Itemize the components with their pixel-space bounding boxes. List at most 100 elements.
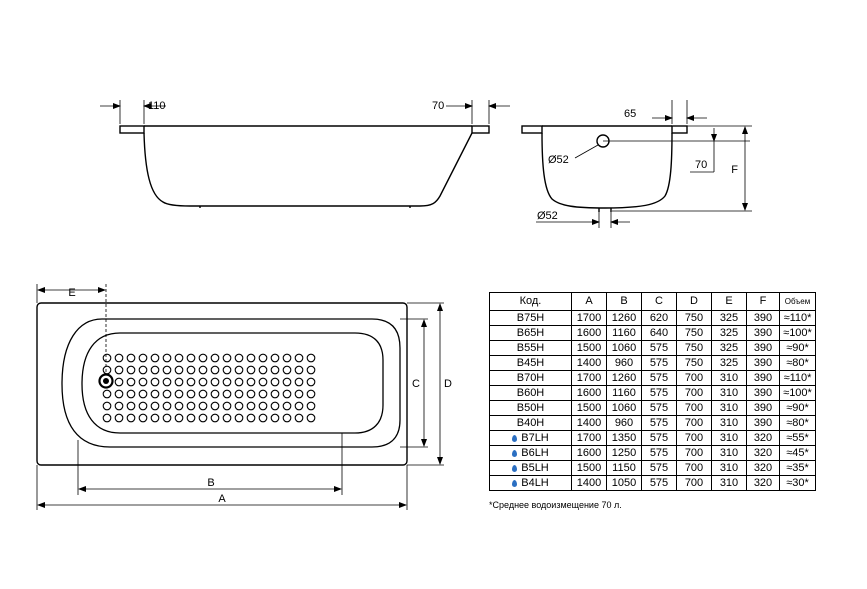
cell-a: 1600 [571,325,607,341]
cell-e: 325 [711,340,747,356]
end-left-rim [521,125,543,134]
plan-dim-c: C [412,378,420,390]
cell-e: 325 [711,355,747,371]
col-header-code: Код. [489,292,572,311]
cell-f: 320 [746,445,780,461]
cell-c: 620 [641,310,677,326]
cell-e: 310 [711,445,747,461]
cell-b: 960 [606,355,642,371]
cell-vol: ≈45* [779,445,816,461]
cell-d: 750 [676,325,712,341]
cell-code: B65H [489,325,572,341]
cell-c: 640 [641,325,677,341]
end-dim-f: F [731,164,738,176]
cell-vol: ≈90* [779,340,816,356]
plan-outer-rim [36,302,408,466]
cell-vol: ≈35* [779,460,816,476]
cell-b: 1150 [606,460,642,476]
side-view [100,100,510,208]
cell-d: 700 [676,370,712,386]
cell-code: B50H [489,400,572,416]
cell-code: B7LH [489,430,572,446]
cell-d: 700 [676,385,712,401]
cell-c: 575 [641,475,677,491]
cell-code-text: B70H [516,371,545,384]
cell-code-text: B5LH [521,461,549,474]
cell-f: 320 [746,430,780,446]
cell-e: 310 [711,430,747,446]
cell-vol: ≈80* [779,415,816,431]
end-dim-70: 70 [695,159,707,171]
end-dim-hole-top: Ø52 [548,154,569,166]
cell-d: 700 [676,400,712,416]
cell-vol: ≈90* [779,400,816,416]
side-dim-110: 110 [148,100,166,112]
cell-b: 1060 [606,340,642,356]
cell-vol: ≈55* [779,430,816,446]
col-header-b: B [606,292,642,311]
cell-c: 575 [641,460,677,476]
table-header-row: Код. A B C D E F Объем [489,292,816,311]
col-header-d: D [676,292,712,311]
cell-vol: ≈110* [779,370,816,386]
cell-e: 325 [711,310,747,326]
cell-vol: ≈110* [779,310,816,326]
cell-code-text: B6LH [521,446,549,459]
cell-code: B5LH [489,460,572,476]
cell-b: 960 [606,415,642,431]
side-right-rim [471,125,490,134]
cell-f: 320 [746,475,780,491]
cell-code-text: B65H [516,326,545,339]
end-right-rim [671,125,688,134]
cell-code-text: B60H [516,386,545,399]
cell-a: 1700 [571,370,607,386]
end-dim-hole-bottom: Ø52 [537,210,558,222]
cell-f: 390 [746,370,780,386]
col-header-c: C [641,292,677,311]
cell-f: 390 [746,325,780,341]
cell-code-text: B40H [516,416,545,429]
plan-inner-rim [61,318,401,448]
water-drop-icon [512,449,518,457]
cell-e: 310 [711,370,747,386]
cell-a: 1500 [571,340,607,356]
cell-c: 575 [641,445,677,461]
cell-c: 575 [641,385,677,401]
cell-a: 1400 [571,475,607,491]
end-dim-65: 65 [624,108,636,120]
cell-code: B6LH [489,445,572,461]
col-header-volume: Объем [779,292,816,311]
cell-code: B40H [489,415,572,431]
cell-e: 310 [711,415,747,431]
col-header-a: A [571,292,607,311]
cell-code-text: B55H [516,341,545,354]
plan-dim-d: D [444,378,452,390]
side-tub-outline [143,132,473,207]
cell-c: 575 [641,355,677,371]
cell-code-text: B50H [516,401,545,414]
cell-a: 1400 [571,355,607,371]
cell-d: 700 [676,415,712,431]
water-drop-icon [512,479,518,487]
plan-view [36,284,444,510]
cell-b: 1060 [606,400,642,416]
cell-a: 1500 [571,400,607,416]
cell-vol: ≈30* [779,475,816,491]
water-drop-icon [512,464,518,472]
cell-code: B60H [489,385,572,401]
cell-e: 310 [711,475,747,491]
end-view [521,100,752,228]
water-drop-icon [512,434,518,442]
cell-e: 310 [711,460,747,476]
cell-a: 1700 [571,430,607,446]
col-header-f: F [746,292,780,311]
col-header-e: E [711,292,747,311]
